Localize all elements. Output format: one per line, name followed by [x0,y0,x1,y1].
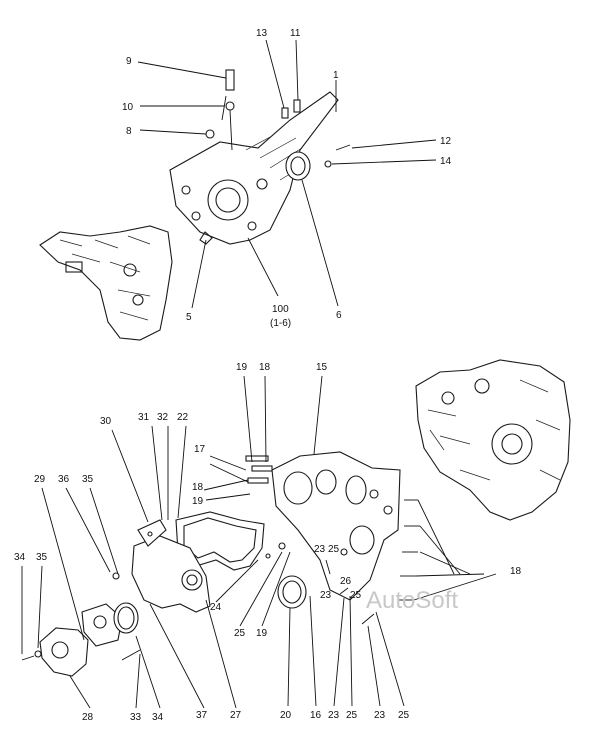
callout-19-mid: 19 [192,496,204,507]
upper-leader-lines [137,39,437,309]
cover-plate-lower [131,535,211,613]
o-ring-lower [113,602,139,634]
callout-12: 12 [440,136,452,147]
callout-33: 33 [130,712,142,723]
oil-seal-upper [285,151,311,181]
callout-8: 8 [126,126,132,137]
callout-16: 16 [310,710,322,721]
callout-35-top: 35 [82,474,94,485]
engine-block-fragment-upper [39,225,173,341]
callout-32: 32 [157,412,169,423]
callout-24: 24 [210,602,222,613]
oil-seal-lower [277,575,307,609]
callout-10: 10 [122,102,134,113]
callout-20: 20 [280,710,292,721]
water-pump-lower [39,627,89,677]
callout-13: 13 [256,28,268,39]
callout-25-a: 25 [328,544,340,555]
timing-cover-housing [169,91,339,245]
callout-5: 5 [186,312,192,323]
assembly-range: (1-6) [270,318,291,329]
upper-small-parts [205,69,351,168]
callout-14: 14 [440,156,452,167]
pump-gasket [81,603,123,647]
callout-23-c: 23 [328,710,340,721]
lower-leader-lines [21,375,497,709]
callout-6: 6 [336,310,342,321]
callout-25-e: 25 [398,710,410,721]
callout-36: 36 [58,474,70,485]
callout-9: 9 [126,56,132,67]
callout-1: 1 [333,70,339,81]
front-housing-lower [271,451,401,601]
callout-34-left: 34 [14,552,26,563]
callout-25-d: 25 [346,710,358,721]
callout-18-mid: 18 [192,482,204,493]
callout-30: 30 [100,416,112,427]
callout-23-b: 23 [320,590,332,601]
callout-15: 15 [316,362,328,373]
lower-small-parts [21,455,375,661]
assembly-number: 100 [272,304,289,315]
callout-19-top: 19 [236,362,248,373]
callout-37: 37 [196,710,208,721]
callout-27: 27 [230,710,242,721]
callout-11: 11 [290,28,301,39]
callout-18-top: 18 [259,362,271,373]
engine-block-right [415,359,571,521]
bracket-lower [137,519,167,547]
callout-18-right: 18 [510,566,522,577]
callout-34-low: 34 [152,712,164,723]
callout-labels: 9 10 8 13 11 1 12 14 5 6 100 (1-6) 19 18… [14,28,522,723]
dowel-pins-right [398,499,420,601]
callout-31: 31 [138,412,150,423]
watermark-text: AutoSoft [366,587,458,614]
callout-22: 22 [177,412,189,423]
callout-35-left: 35 [36,552,48,563]
callout-23-d: 23 [374,710,386,721]
callout-17: 17 [194,444,206,455]
callout-19-low: 19 [256,628,268,639]
callout-26: 26 [340,576,352,587]
callout-25-b: 25 [350,590,362,601]
callout-28: 28 [82,712,94,723]
callout-29: 29 [34,474,46,485]
callout-23-a: 23 [314,544,326,555]
callout-25-c: 25 [234,628,246,639]
